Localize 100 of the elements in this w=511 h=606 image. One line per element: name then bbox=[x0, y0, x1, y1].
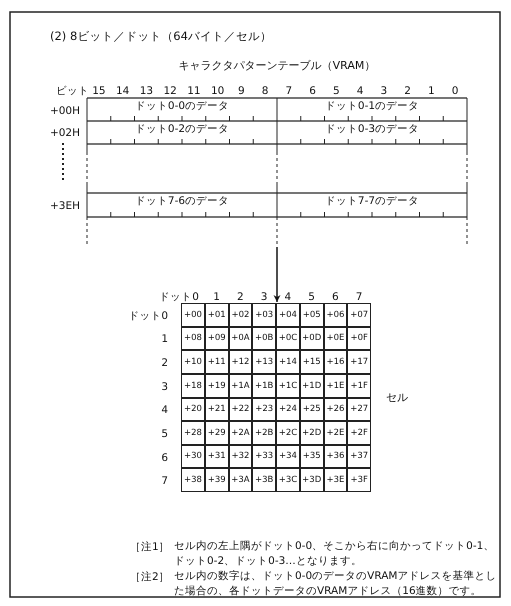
table-cell: +13 bbox=[252, 350, 276, 374]
row-header: 1 bbox=[161, 333, 168, 346]
table-cell: +33 bbox=[252, 444, 276, 468]
note-text: セル内の数字は、ドット0-0のデータのVRAMアドレスを基準とした場合の、各ドットデータのVRAMアドレス（16進数）です。 bbox=[174, 569, 498, 599]
table-cell: +27 bbox=[347, 398, 372, 422]
table-cell: +2C bbox=[276, 421, 300, 445]
table-cell: +21 bbox=[204, 398, 229, 422]
table-cell: +12 bbox=[228, 350, 252, 374]
table-cell: +35 bbox=[300, 444, 324, 468]
table-cell: +19 bbox=[204, 374, 229, 398]
table-cell: +20 bbox=[181, 398, 205, 422]
column-header: 6 bbox=[332, 291, 339, 303]
table-cell: +26 bbox=[324, 398, 348, 422]
offset-label: +02H bbox=[50, 127, 80, 139]
table-cell: +29 bbox=[204, 421, 229, 445]
table-cell: +38 bbox=[181, 468, 205, 492]
row-header: 7 bbox=[161, 475, 168, 488]
row-header: 6 bbox=[161, 452, 168, 464]
row-header: 4 bbox=[161, 404, 168, 416]
column-header: 3 bbox=[260, 291, 268, 303]
table-cell: +0A bbox=[228, 326, 252, 350]
field-text: ドット0-0のデータ bbox=[134, 100, 230, 112]
table-cell: +1C bbox=[276, 374, 300, 398]
table-cell: +3B bbox=[252, 468, 276, 492]
bit-number: 13 bbox=[140, 85, 154, 97]
bit-number: 2 bbox=[404, 85, 411, 97]
note-marker: ［注1］ bbox=[130, 541, 170, 553]
table-cell: +32 bbox=[228, 444, 252, 468]
bit-number: 0 bbox=[452, 85, 458, 97]
bit-number: 8 bbox=[262, 85, 268, 97]
note-text: セル内の左上隅がドット0-0、そこから右に向かってドット0-1、ドット0-2、ドット0-3…となります。 bbox=[174, 539, 496, 569]
table-cell: +22 bbox=[228, 398, 252, 422]
field-text: ドット0-1のデータ bbox=[324, 100, 420, 112]
address-grid bbox=[181, 303, 371, 492]
table-cell: +06 bbox=[324, 303, 348, 327]
bit-number: 9 bbox=[238, 85, 245, 97]
table-cell: +00 bbox=[181, 303, 205, 327]
bit-number: 5 bbox=[333, 85, 340, 97]
table-cell: +05 bbox=[300, 303, 324, 327]
table-cell: +15 bbox=[300, 350, 324, 374]
column-header: 2 bbox=[237, 291, 244, 303]
table-cell: +0B bbox=[252, 326, 276, 350]
table-cell: +23 bbox=[252, 398, 276, 422]
table-cell: +1F bbox=[347, 374, 372, 398]
table-cell: +03 bbox=[252, 303, 276, 327]
note-marker: ［注2］ bbox=[130, 571, 170, 583]
table-cell: +37 bbox=[347, 444, 372, 468]
table-cell: +1B bbox=[252, 374, 276, 398]
table-cell: +3C bbox=[276, 468, 300, 492]
table-cell: +34 bbox=[276, 444, 300, 468]
column-header: 4 bbox=[284, 291, 292, 303]
table-cell: +1D bbox=[300, 374, 324, 398]
table-cell: +0E bbox=[324, 326, 348, 350]
table-cell: +11 bbox=[204, 350, 229, 374]
table-cell: +10 bbox=[181, 350, 205, 374]
bit-number: 15 bbox=[92, 85, 106, 97]
grid-caption: セル bbox=[386, 392, 408, 402]
bit-number: 12 bbox=[163, 85, 177, 97]
table-cell: +30 bbox=[181, 444, 205, 468]
bit-number: 11 bbox=[187, 85, 201, 97]
table-cell: +1E bbox=[324, 374, 348, 398]
table-cell: +02 bbox=[228, 303, 252, 327]
table-cell: +31 bbox=[204, 444, 229, 468]
table-cell: +25 bbox=[300, 398, 324, 422]
table-cell: +16 bbox=[324, 350, 348, 374]
table-cell: +18 bbox=[181, 374, 205, 398]
table-cell: +09 bbox=[204, 326, 229, 350]
column-header: 7 bbox=[356, 291, 362, 303]
column-header: 5 bbox=[308, 291, 315, 303]
table-cell: +0F bbox=[347, 326, 372, 350]
bit-number: 14 bbox=[116, 85, 130, 97]
bit-number: 1 bbox=[428, 85, 435, 97]
bit-number: 10 bbox=[210, 85, 224, 97]
table-cell: +3D bbox=[300, 468, 324, 492]
figure-title: (2) 8ビット／ドット（64バイト／セル） bbox=[50, 31, 272, 42]
arrow bbox=[274, 247, 280, 302]
table-cell: +24 bbox=[276, 398, 300, 422]
axis-label: ビット bbox=[56, 85, 89, 97]
field-text: ドット7-7のデータ bbox=[324, 195, 420, 207]
bit-number: 7 bbox=[286, 85, 292, 97]
table-cell: +3E bbox=[324, 468, 348, 492]
table-heading: キャラクタパターンテーブル（VRAM） bbox=[178, 59, 376, 72]
table-cell: +01 bbox=[204, 303, 229, 327]
offset-label: +3EH bbox=[50, 200, 80, 212]
field-text: ドット7-6のデータ bbox=[134, 195, 230, 207]
column-header: 1 bbox=[213, 291, 220, 303]
table-cell: +3A bbox=[228, 468, 252, 492]
table-cell: +08 bbox=[181, 326, 205, 350]
table-cell: +3F bbox=[347, 468, 372, 492]
table-cell: +28 bbox=[181, 421, 205, 445]
table-cell: +2A bbox=[228, 421, 252, 445]
column-header: ドット0 bbox=[159, 291, 199, 303]
offset-label: +00H bbox=[50, 105, 80, 117]
bit-number: 3 bbox=[380, 85, 388, 97]
table-cell: +04 bbox=[276, 303, 300, 327]
table-cell: +14 bbox=[276, 350, 300, 374]
table-cell: +1A bbox=[228, 374, 252, 398]
row-header: 2 bbox=[161, 357, 168, 370]
table-cell: +17 bbox=[347, 350, 372, 374]
table-cell: +07 bbox=[347, 303, 372, 327]
